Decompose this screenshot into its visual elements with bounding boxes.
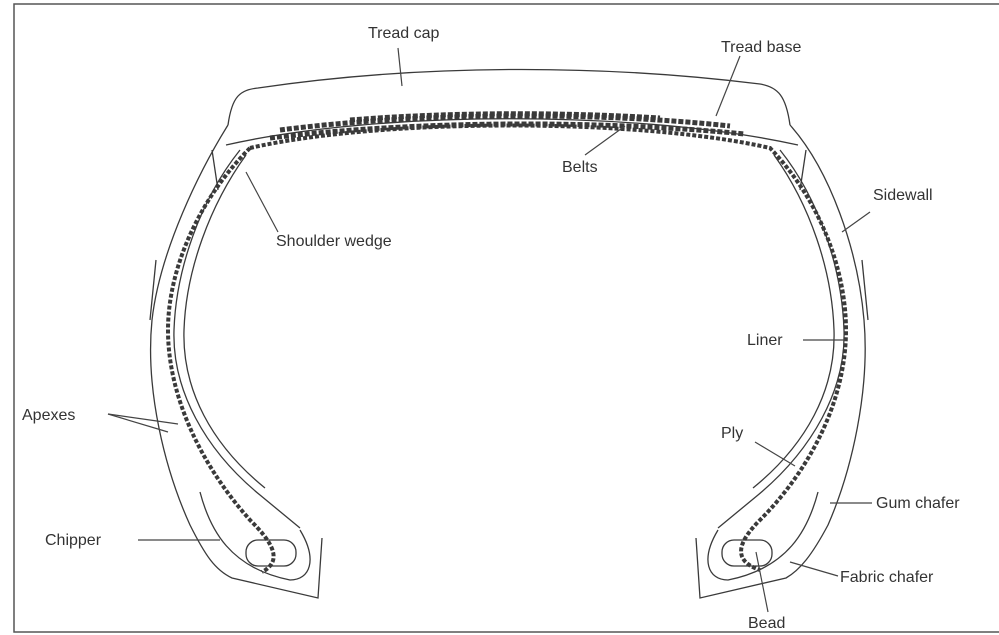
ply-cords xyxy=(168,126,846,573)
right-bead-turnup xyxy=(708,492,818,580)
leader-belts xyxy=(585,126,625,155)
right-bead-core xyxy=(722,540,772,566)
label-bead: Bead xyxy=(748,615,785,632)
left-inner-contour-2 xyxy=(184,155,265,488)
label-tread-base: Tread base xyxy=(721,39,801,56)
label-sidewall: Sidewall xyxy=(873,187,933,204)
leader-ply xyxy=(755,442,795,466)
leader-shoulder-wedge xyxy=(246,172,278,232)
label-apexes: Apexes xyxy=(22,407,75,424)
leader-apexes-1 xyxy=(108,414,168,432)
leader-tread-base xyxy=(716,56,740,116)
right-outer-sidewall xyxy=(696,125,865,598)
label-shoulder-wedge: Shoulder wedge xyxy=(276,233,392,250)
right-inner-contour-2 xyxy=(753,155,834,488)
label-chipper: Chipper xyxy=(45,532,102,549)
tread-cap-outline xyxy=(228,69,790,125)
left-inner-contour xyxy=(174,150,300,528)
label-gum-chafer: Gum chafer xyxy=(876,495,960,512)
label-tread-cap: Tread cap xyxy=(368,25,440,42)
leader-sidewall xyxy=(842,212,870,232)
leader-apexes-2 xyxy=(108,414,178,424)
label-fabric-chafer: Fabric chafer xyxy=(840,569,934,586)
label-ply: Ply xyxy=(721,425,743,442)
diagram-border xyxy=(14,4,999,632)
label-liner: Liner xyxy=(747,332,783,349)
leader-tread-cap xyxy=(398,48,402,86)
label-belts: Belts xyxy=(562,159,598,176)
